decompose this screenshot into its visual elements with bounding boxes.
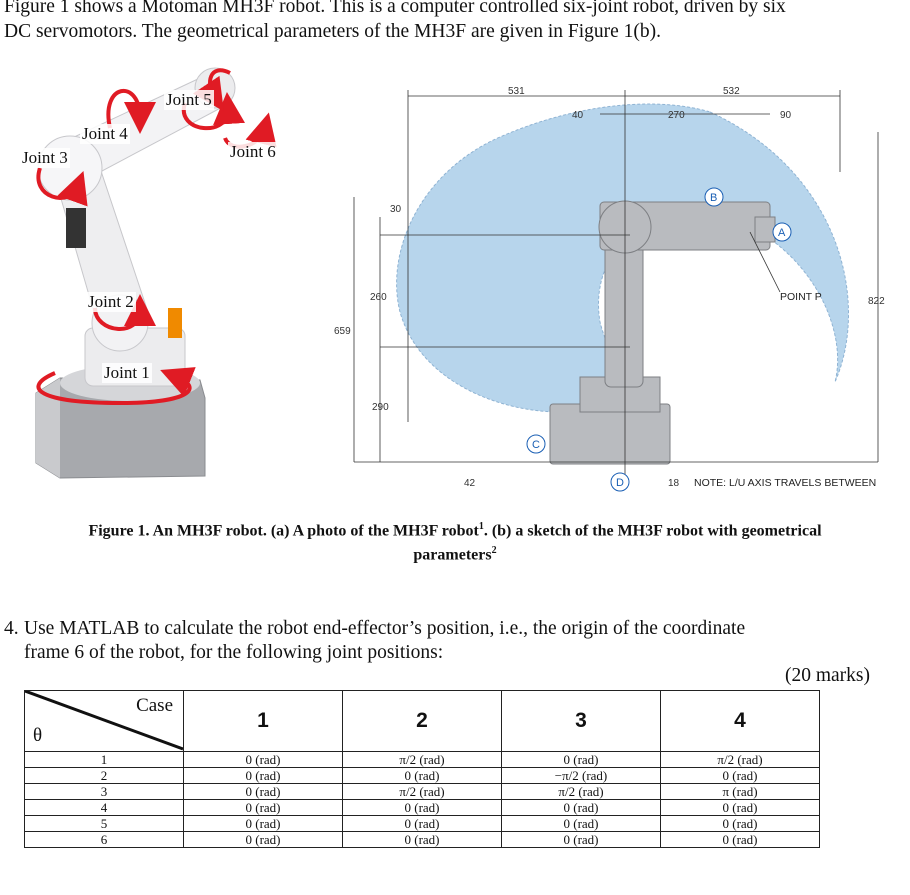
table-cell: 0 (rad) <box>660 767 820 784</box>
sketch-note: NOTE: L/U AXIS TRAVELS BETWEEN <box>694 477 876 489</box>
table-row: 3 0 (rad) π/2 (rad) π/2 (rad) π (rad) <box>24 783 820 800</box>
table-cell: 0 (rad) <box>183 767 343 784</box>
theta-index: 6 <box>24 831 184 848</box>
theta-index: 2 <box>24 767 184 784</box>
theta-index: 1 <box>24 751 184 768</box>
dim-659: 659 <box>334 326 351 337</box>
dim-40: 40 <box>572 110 584 121</box>
case-header-3: 3 <box>501 690 661 752</box>
joint-angle-table: Case θ 1 2 3 4 1 0 (rad) π/2 (rad) 0 (ra… <box>24 690 820 848</box>
table-cell: 0 (rad) <box>501 815 661 832</box>
table-cell: 0 (rad) <box>660 831 820 848</box>
question-line-1: Use MATLAB to calculate the robot end-ef… <box>24 618 746 639</box>
table-cell: π (rad) <box>660 783 820 800</box>
question-line-2: frame 6 of the robot, for the following … <box>24 642 444 663</box>
theta-index: 4 <box>24 799 184 816</box>
robot-photo: Joint 5 Joint 4 Joint 3 Joint 6 Joint 2 … <box>0 58 340 490</box>
intro-line-2: DC servomotors. The geometrical paramete… <box>4 21 662 42</box>
table-row: 5 0 (rad) 0 (rad) 0 (rad) 0 (rad) <box>24 815 820 832</box>
theta-index: 3 <box>24 783 184 800</box>
dim-270: 270 <box>668 110 685 121</box>
table-row: 4 0 (rad) 0 (rad) 0 (rad) 0 (rad) <box>24 799 820 816</box>
table-cell: 0 (rad) <box>501 799 661 816</box>
work-envelope <box>396 103 850 413</box>
corner-cell: Case θ <box>24 690 184 752</box>
svg-text:B: B <box>710 192 717 204</box>
robot-sketch-drawing: 531 532 40 270 90 30 260 659 290 822 42 … <box>334 86 885 492</box>
joint-6-label: Joint 6 <box>228 142 278 162</box>
table-cell: 0 (rad) <box>501 751 661 768</box>
dim-822: 822 <box>868 296 885 307</box>
caption-sup-1: 1 <box>478 521 484 532</box>
table-cell: 0 (rad) <box>342 831 502 848</box>
dim-42: 42 <box>464 478 476 489</box>
table-cell: 0 (rad) <box>342 767 502 784</box>
question-4: 4. Use MATLAB to calculate the robot end… <box>4 617 874 665</box>
dim-30: 30 <box>390 204 402 215</box>
theta-index: 5 <box>24 815 184 832</box>
case-header-2: 2 <box>342 690 502 752</box>
marks-label: (20 marks) <box>784 665 870 686</box>
table-cell: π/2 (rad) <box>342 751 502 768</box>
table-cell: 0 (rad) <box>183 783 343 800</box>
table-cell: 0 (rad) <box>183 831 343 848</box>
joint-5-label: Joint 5 <box>164 90 214 110</box>
point-p-label: POINT P <box>780 291 822 303</box>
table-cell: π/2 (rad) <box>501 783 661 800</box>
svg-text:A: A <box>778 227 786 239</box>
table-cell: −π/2 (rad) <box>501 767 661 784</box>
tag-c: C <box>526 434 546 454</box>
table-cell: 0 (rad) <box>660 799 820 816</box>
svg-text:D: D <box>616 477 624 489</box>
dim-90: 90 <box>780 110 792 121</box>
figure-caption: Figure 1. An MH3F robot. (a) A photo of … <box>30 517 880 566</box>
joint-4-label: Joint 4 <box>80 124 130 144</box>
robot-sketch: 531 532 40 270 90 30 260 659 290 822 42 … <box>330 82 900 492</box>
corner-theta-label: θ <box>33 725 43 746</box>
table-row: 2 0 (rad) 0 (rad) −π/2 (rad) 0 (rad) <box>24 767 820 784</box>
table-cell: 0 (rad) <box>342 815 502 832</box>
joint-3-label: Joint 3 <box>20 148 70 168</box>
intro-paragraph: Figure 1 shows a Motoman MH3F robot. Thi… <box>4 0 904 44</box>
question-number: 4. <box>4 618 19 639</box>
case-header-4: 4 <box>660 690 820 752</box>
caption-text-3: parameters <box>413 546 492 564</box>
robot-photo-drawing <box>35 67 277 479</box>
table-cell: 0 (rad) <box>660 815 820 832</box>
corner-case-label: Case <box>136 695 173 716</box>
table-row: 6 0 (rad) 0 (rad) 0 (rad) 0 (rad) <box>24 831 820 848</box>
table-cell: π/2 (rad) <box>342 783 502 800</box>
dim-531: 531 <box>508 86 525 97</box>
dim-18: 18 <box>668 478 680 489</box>
joint-1-label: Joint 1 <box>102 363 152 383</box>
intro-line-1: Figure 1 shows a Motoman MH3F robot. Thi… <box>4 0 786 17</box>
table-cell: 0 (rad) <box>183 751 343 768</box>
tag-d: D <box>610 472 630 492</box>
corner-diagonal <box>25 691 183 751</box>
caption-text-2: . (b) a sketch of the MH3F robot with ge… <box>483 522 822 540</box>
dim-290: 290 <box>372 402 389 413</box>
table-header-row: Case θ 1 2 3 4 <box>24 690 820 752</box>
table-cell: π/2 (rad) <box>660 751 820 768</box>
tag-b: B <box>704 187 724 207</box>
tag-a: A <box>772 222 792 242</box>
table-cell: 0 (rad) <box>183 799 343 816</box>
robot-silhouette <box>549 200 776 465</box>
caption-sup-2: 2 <box>491 545 497 557</box>
table-cell: 0 (rad) <box>501 831 661 848</box>
joint-2-label: Joint 2 <box>86 292 136 312</box>
caption-text: Figure 1. An MH3F robot. (a) A photo of … <box>88 522 479 540</box>
table-cell: 0 (rad) <box>183 815 343 832</box>
dim-260: 260 <box>370 292 387 303</box>
table-row: 1 0 (rad) π/2 (rad) 0 (rad) π/2 (rad) <box>24 751 820 768</box>
case-header-1: 1 <box>183 690 343 752</box>
svg-text:C: C <box>532 439 540 451</box>
dim-532: 532 <box>723 86 740 97</box>
table-cell: 0 (rad) <box>342 799 502 816</box>
